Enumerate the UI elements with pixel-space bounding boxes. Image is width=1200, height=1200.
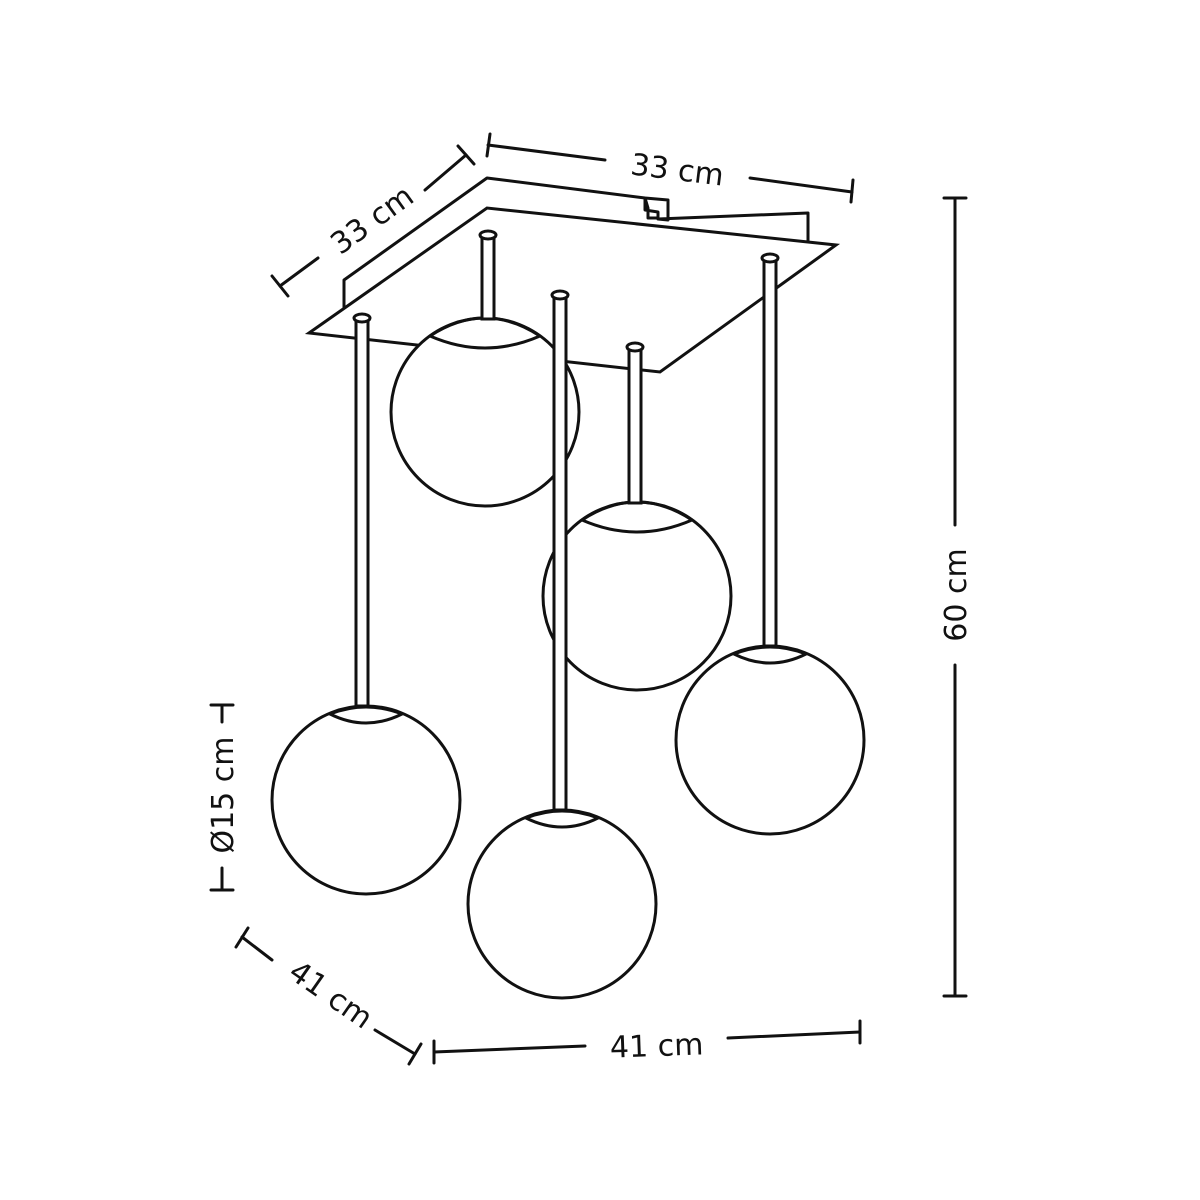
globe-front-center <box>466 808 658 1000</box>
label-total-height: 60 cm <box>939 548 974 641</box>
pendant-rods <box>352 252 780 812</box>
globe-front-right <box>674 644 866 836</box>
label-overall-depth: 41 cm <box>282 954 379 1036</box>
label-canopy-depth: 33 cm <box>324 179 420 262</box>
globe-back-center <box>541 341 733 692</box>
label-overall-width: 41 cm <box>609 1027 704 1065</box>
globe-back-left <box>389 229 581 508</box>
label-canopy-width: 33 cm <box>629 148 726 194</box>
globe-front-left <box>270 704 462 896</box>
label-globe-diameter: Ø15 cm <box>206 736 241 853</box>
dimension-lines <box>209 132 968 1066</box>
